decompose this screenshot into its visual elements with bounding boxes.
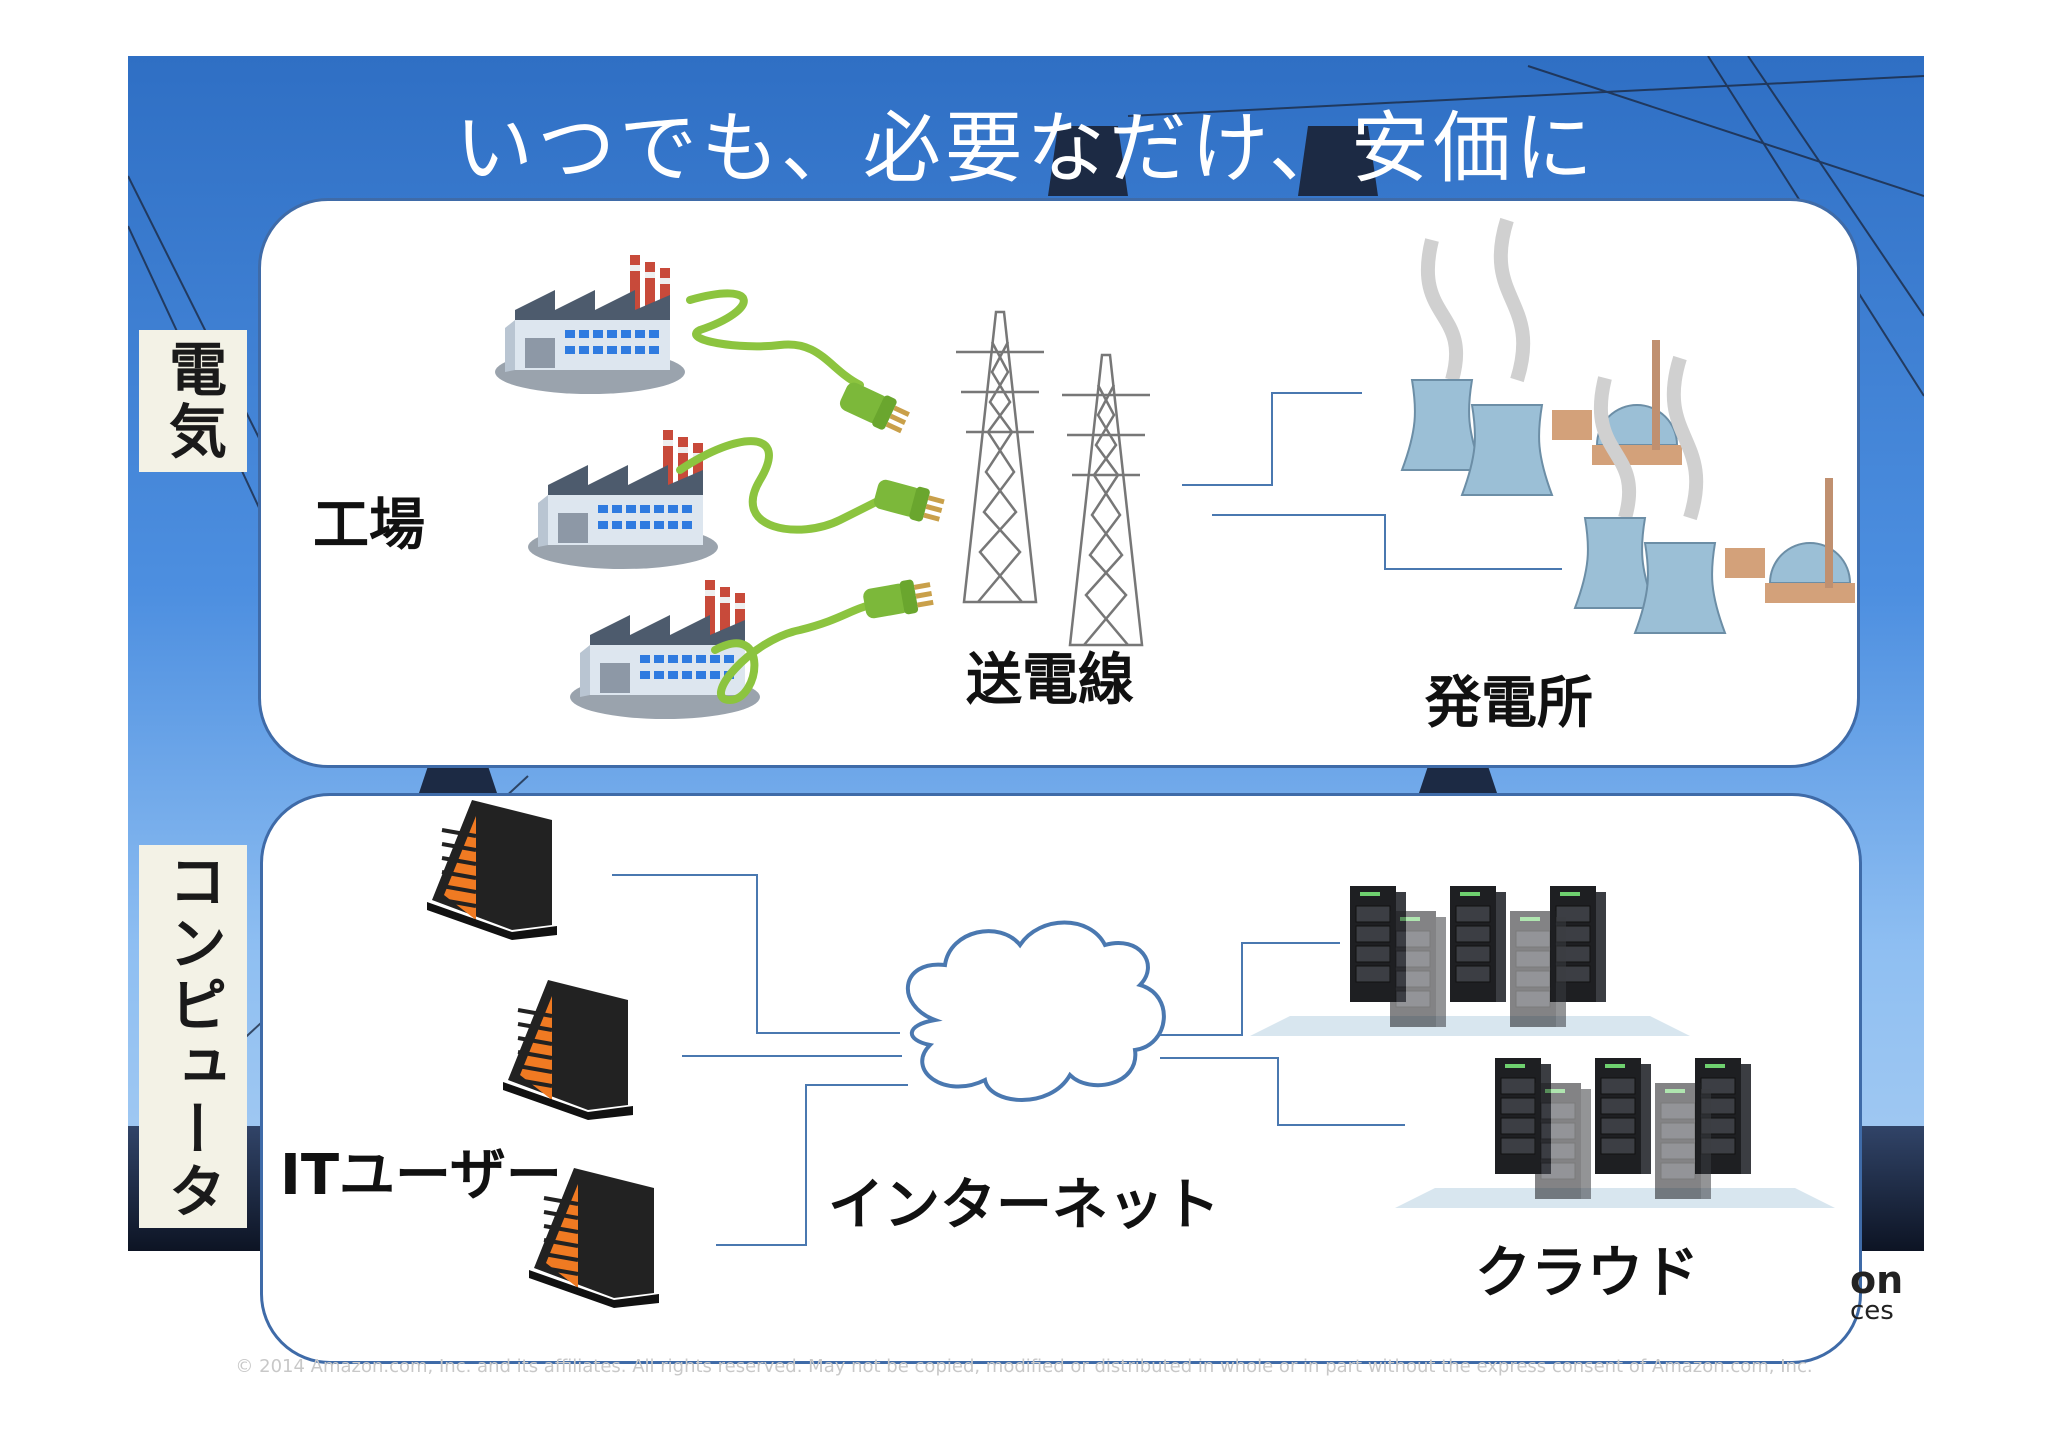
brand-subtext-fragment: ces bbox=[1850, 1296, 1894, 1326]
power-plant-caption: 発電所 bbox=[1425, 671, 1593, 736]
internet-caption: インターネット bbox=[828, 1173, 1220, 1238]
cloud-caption: クラウド bbox=[1475, 1241, 1699, 1306]
page-title: いつでも、必要なだけ、安価に bbox=[455, 104, 1597, 194]
copyright-notice: © 2014 Amazon.com, Inc. and its affiliat… bbox=[235, 1356, 1813, 1377]
transmission-caption: 送電線 bbox=[966, 648, 1134, 713]
brand-logo-fragment: on bbox=[1850, 1258, 1904, 1302]
computer-side-label: コンピュータ bbox=[139, 845, 247, 1228]
factory-caption: 工場 bbox=[313, 493, 425, 558]
power-lines-background bbox=[128, 56, 1924, 1147]
electricity-side-label: 電気 bbox=[139, 330, 247, 472]
it-users-caption: ITユーザー bbox=[280, 1143, 562, 1208]
